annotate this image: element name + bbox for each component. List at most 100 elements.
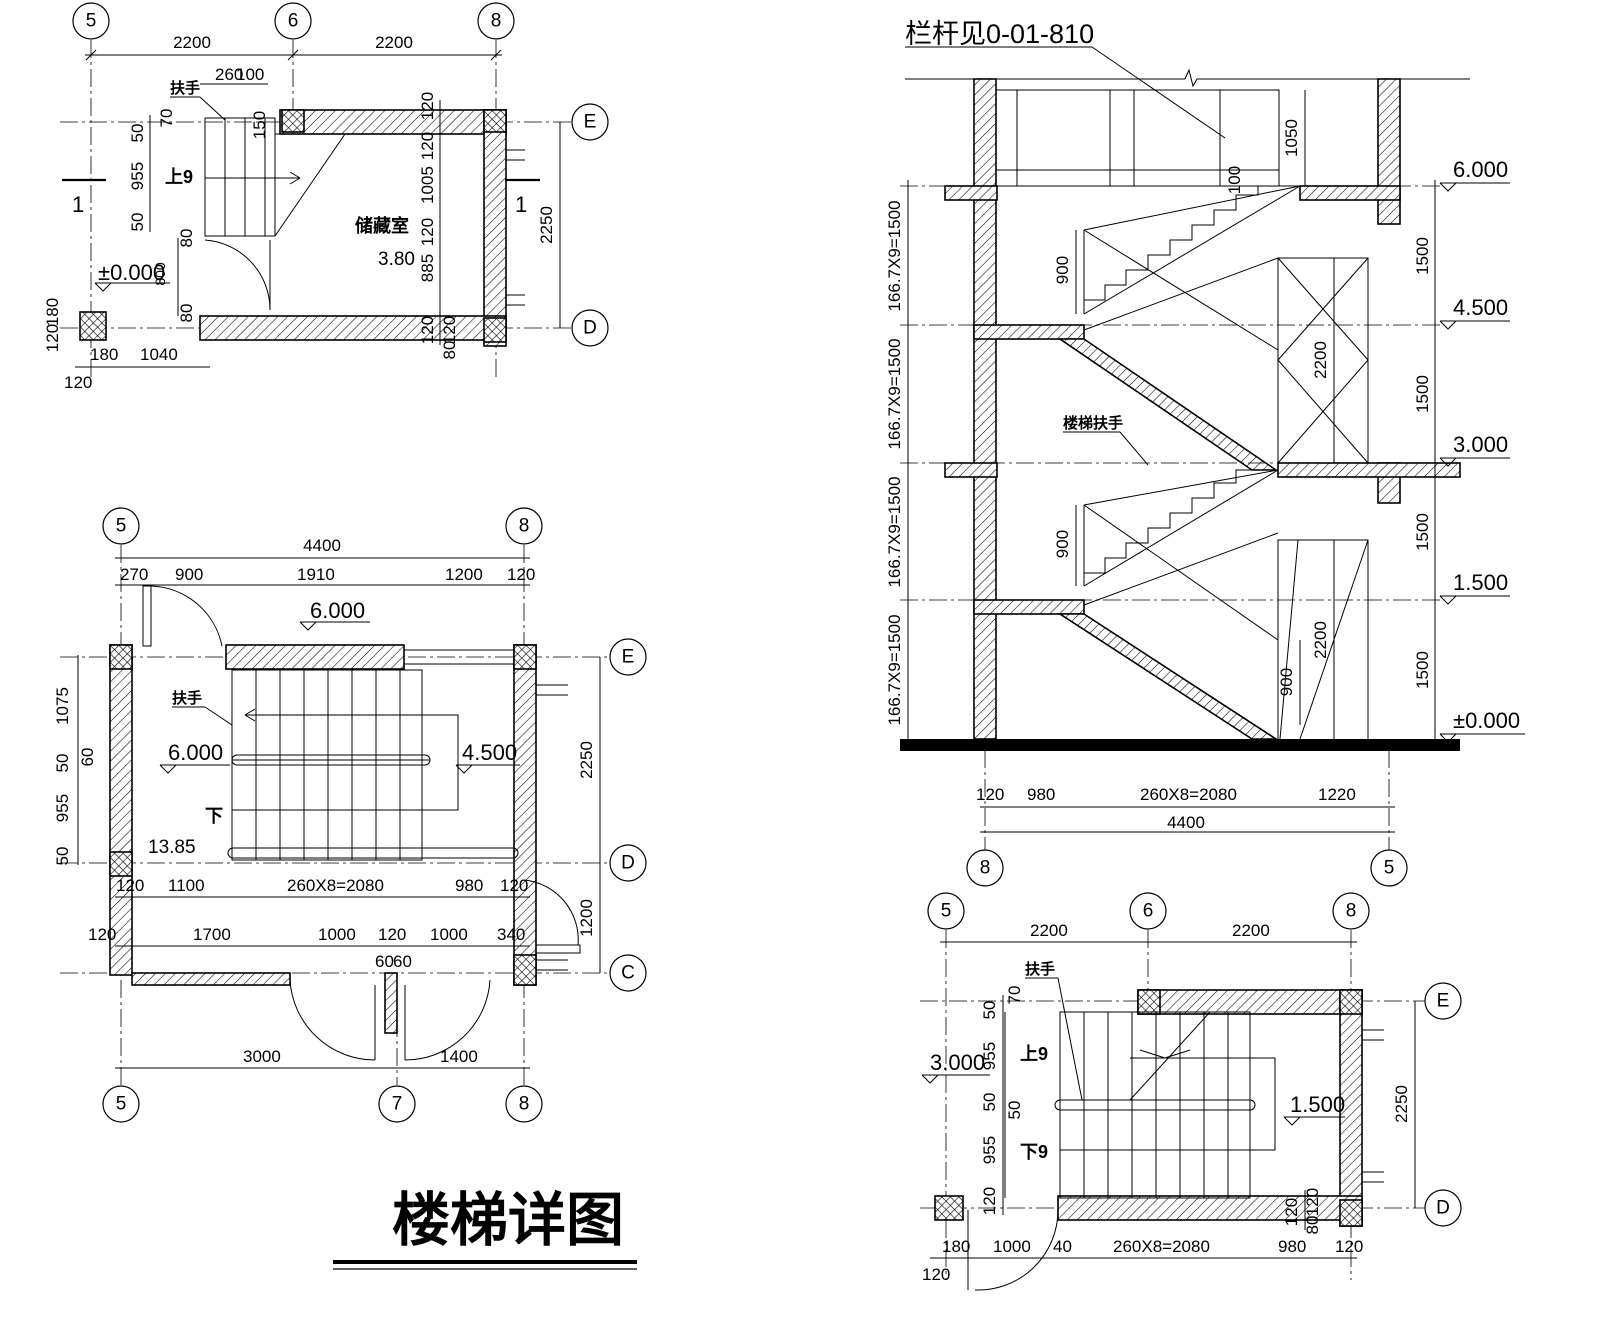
dim-left-50b: 50	[128, 213, 147, 232]
level-6000-left: 6.000	[168, 740, 223, 765]
mid-axis-5: 5	[941, 901, 952, 922]
section-dim-l2: 166.7X9=1500	[885, 338, 904, 449]
section-level-6000: 6.000	[1453, 157, 1508, 182]
axis-bubble-E: E	[584, 112, 597, 133]
room-area: 3.80	[378, 249, 415, 270]
axis-bubble-D2: D	[621, 853, 635, 874]
column-8D	[483, 317, 507, 343]
room-area-top: 13.85	[148, 837, 196, 858]
mid-level-3000: 3.000	[930, 1050, 985, 1075]
dim-b-1040: 1040	[140, 345, 178, 364]
section-b-4400: 4400	[1167, 813, 1205, 832]
mid-b-40: 40	[1053, 1237, 1072, 1256]
axis-bubble-5: 5	[86, 11, 97, 32]
column-5E	[109, 644, 133, 670]
mid-floor-plan: 5 6 8 E D 2200 2200 扶手 上9 下9 3.000 1.500	[920, 892, 1462, 1291]
dim-left-50a: 50	[128, 124, 147, 143]
sheet-title: 楼梯详图	[392, 1186, 624, 1254]
section-axis-8: 8	[980, 858, 991, 879]
mid-b-180: 180	[942, 1237, 970, 1256]
level-ground: ±0.000	[98, 260, 165, 285]
stair-handrail-label: 楼梯扶手	[1063, 414, 1123, 432]
section-b-980: 980	[1027, 785, 1055, 804]
section-b-1220: 1220	[1318, 785, 1356, 804]
dim-r1-120a: 120	[116, 876, 144, 895]
dim-r1-1100: 1100	[168, 876, 205, 895]
mid-dim-l-50c: 50	[1005, 1101, 1024, 1120]
mid-b-2080: 260X8=2080	[1113, 1237, 1210, 1256]
section-level-3000: 3.000	[1453, 432, 1508, 457]
axis-bubble-E2: E	[622, 647, 635, 668]
down-label: 下	[205, 806, 223, 826]
section-dim-l1: 166.7X9=1500	[885, 200, 904, 311]
mid-dim-2250: 2250	[1392, 1085, 1411, 1123]
dim-4400-top: 4400	[303, 536, 341, 555]
dim-r2-60a: 60	[375, 952, 394, 971]
section-wall-right-top	[1377, 78, 1401, 225]
dim-3000: 3000	[243, 1047, 281, 1066]
section-b-2080: 260X8=2080	[1140, 785, 1237, 804]
section-dim-r2: 1500	[1413, 375, 1432, 413]
dim-b-120: 120	[64, 373, 92, 392]
dim-stub-150: 150	[250, 111, 269, 139]
dim-1200: 1200	[445, 565, 483, 584]
dim-b-180: 180	[90, 345, 118, 364]
stair-section: 栏杆见0-01-810	[885, 19, 1525, 887]
column-8E	[483, 109, 507, 133]
section-dim-r4: 1500	[1413, 651, 1432, 689]
dim-r-120c: 120	[418, 218, 437, 246]
wall-right	[483, 109, 507, 347]
dim-955-top: 955	[53, 794, 72, 822]
column-8E2	[513, 644, 537, 670]
axis-bubble-7-bottom: 7	[392, 1094, 403, 1115]
column-6E	[281, 109, 305, 133]
column-5D	[109, 851, 133, 877]
section-door-2200b: 2200	[1311, 621, 1330, 659]
dim-1400: 1400	[440, 1047, 478, 1066]
dim-r-120b: 120	[418, 132, 437, 160]
dim-l-120: 120	[43, 324, 62, 352]
mid-dim-l-120: 120	[980, 1187, 999, 1215]
mid-b-980: 980	[1278, 1237, 1306, 1256]
mid-down-label: 下9	[1020, 1142, 1048, 1162]
ground-floor-plan: 5 6 8 E D 2200 2200 260 100 扶手	[43, 2, 609, 392]
axis-bubble-5-top: 5	[116, 516, 127, 537]
handrail-label-top: 扶手	[172, 689, 202, 707]
dim-120-top: 120	[507, 565, 535, 584]
dim-2200-b: 2200	[375, 33, 413, 52]
handrail-label: 扶手	[170, 79, 200, 97]
dim-1075: 1075	[53, 687, 72, 725]
mid-handrail-label: 扶手	[1025, 960, 1055, 978]
axis-bubble-5-bottom: 5	[116, 1094, 127, 1115]
dim-r-120a: 120	[418, 92, 437, 120]
dim-r1-120b: 120	[500, 876, 528, 895]
axis-bubble-8: 8	[491, 11, 502, 32]
axis-bubble-8-top: 8	[519, 516, 530, 537]
section-dim-r3: 1500	[1413, 513, 1432, 551]
dim-left-70: 70	[157, 109, 176, 128]
mid-b-left-120: 120	[922, 1265, 950, 1284]
axis-bubble-6: 6	[288, 11, 299, 32]
dim-r-885: 885	[418, 254, 437, 282]
wall-top-mid	[225, 644, 405, 670]
dim-270: 270	[120, 565, 148, 584]
section-rail-100: 100	[1225, 166, 1244, 194]
dim-900: 900	[175, 565, 203, 584]
dim-left-80a: 80	[177, 229, 196, 248]
section-rail-1050: 1050	[1282, 119, 1301, 157]
dim-60: 60	[78, 748, 97, 767]
level-4500: 4.500	[462, 740, 517, 765]
ground-slab	[900, 739, 1460, 751]
column-8C	[513, 954, 537, 986]
section-dim-l4: 166.7X9=1500	[885, 614, 904, 725]
dim-left-800: 800	[152, 262, 168, 286]
dim-r1-2080: 260X8=2080	[287, 876, 384, 895]
dim-left-80b: 80	[177, 304, 196, 323]
mid-axis-6: 6	[1143, 901, 1154, 922]
dim-r2-60b: 60	[393, 952, 412, 971]
section-level-0000: ±0.000	[1453, 708, 1520, 733]
wall-bottom-pier	[384, 972, 398, 1034]
section-wall-left	[973, 78, 997, 740]
railing-note: 栏杆见0-01-810	[905, 19, 1094, 49]
